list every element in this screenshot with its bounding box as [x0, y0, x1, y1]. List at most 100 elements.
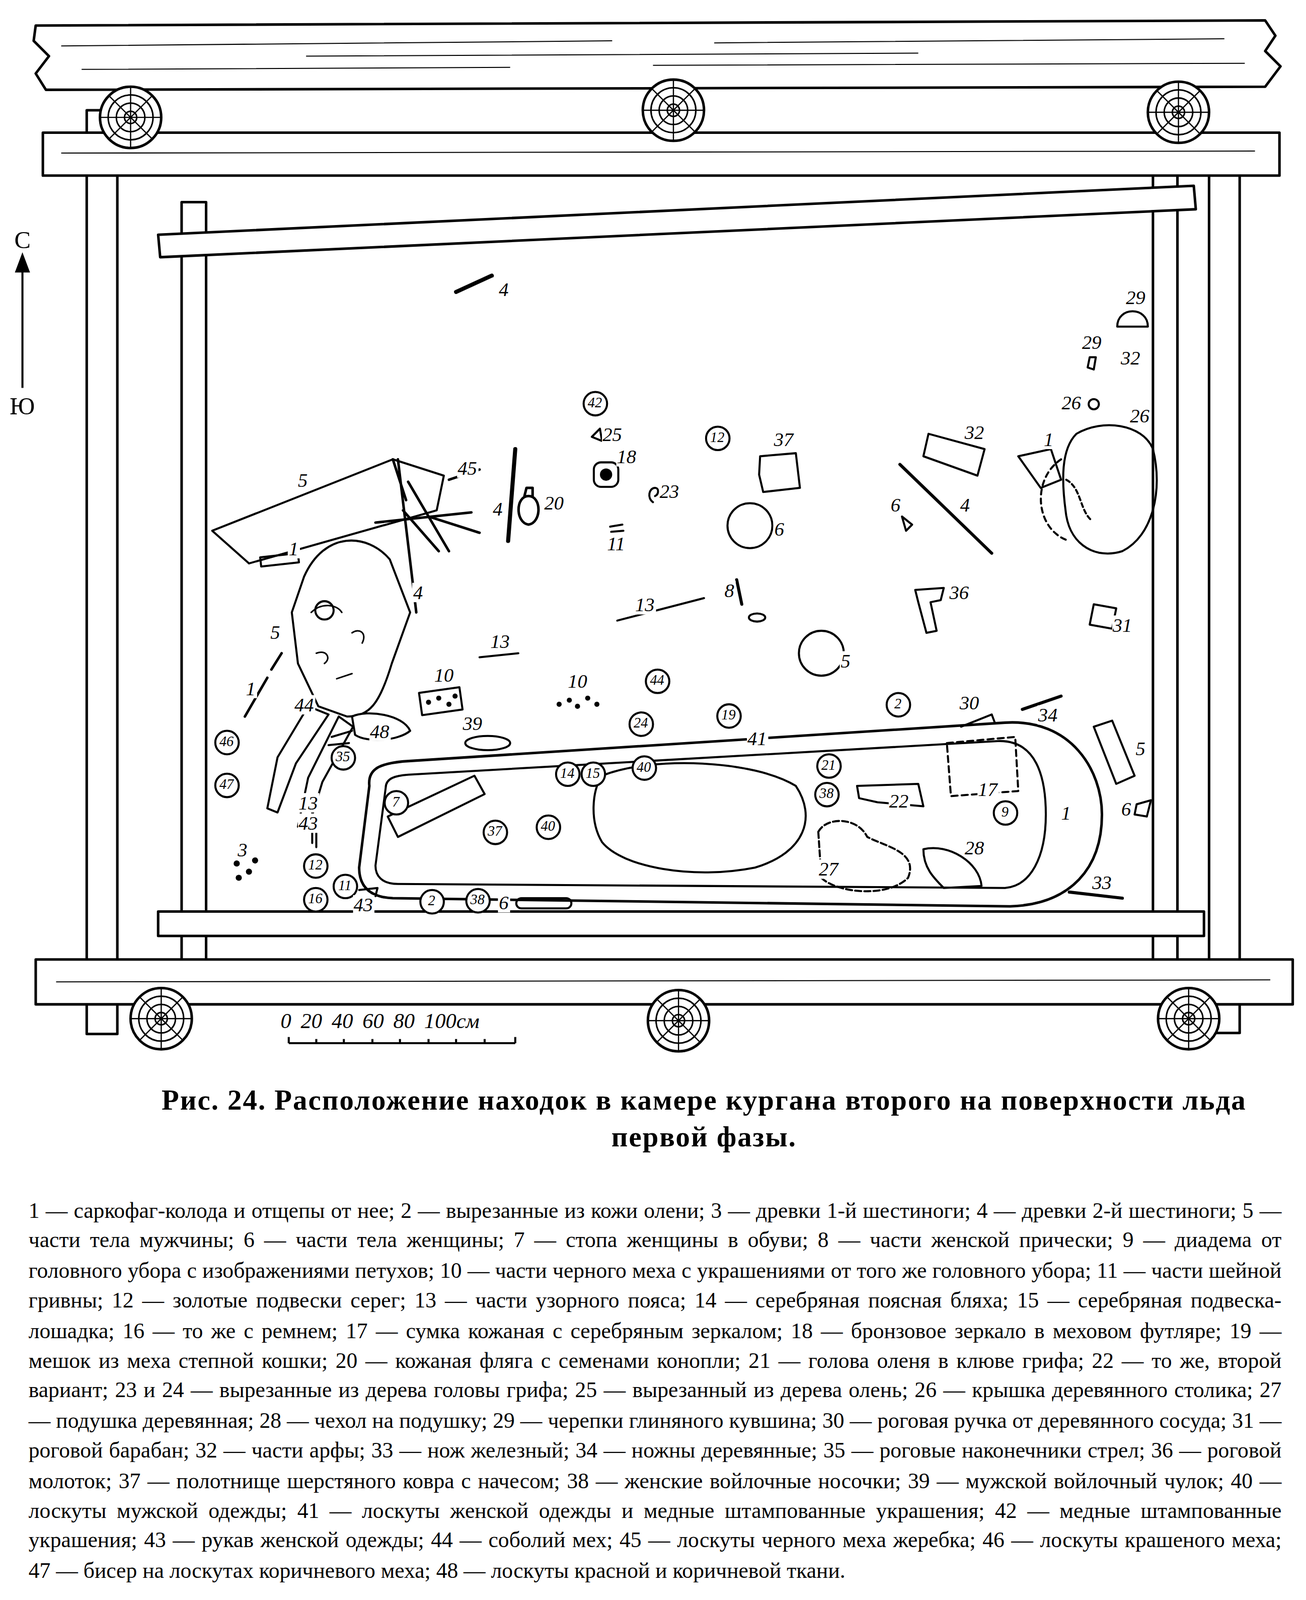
circled-number: 46	[213, 729, 240, 755]
callout-number: 32	[1119, 347, 1142, 367]
pole	[455, 275, 492, 292]
callout-number: 43	[297, 812, 320, 833]
garment-outline	[593, 762, 806, 873]
callout-number: 41	[746, 728, 768, 748]
callout-number: 4	[412, 582, 424, 602]
callout-number: 45	[456, 457, 479, 478]
callout-number: 26	[1128, 405, 1151, 426]
callout-number: 23	[658, 481, 681, 501]
callout-number: 36	[948, 582, 970, 602]
compass-letter: Ю	[8, 394, 36, 419]
callout-number: 19	[721, 708, 736, 723]
callout-number: 20	[543, 492, 566, 512]
callout-number: 28	[963, 836, 986, 857]
callout-number: 30	[958, 692, 981, 713]
callout-number: 1	[1059, 802, 1072, 823]
callout-number: 5	[296, 470, 309, 490]
callout-number: 29	[1124, 287, 1147, 307]
post	[1153, 161, 1178, 962]
callout-number: 48	[368, 720, 391, 741]
compass-letter: С	[13, 227, 32, 253]
callout-number: 9	[1001, 805, 1009, 820]
circled-number: 21	[815, 752, 842, 779]
circled-number: 40	[631, 754, 657, 781]
callout-number: 1	[245, 677, 257, 698]
callout-number: 12	[308, 858, 323, 873]
circled-number: 47	[213, 772, 240, 798]
circled-number: 42	[582, 390, 608, 416]
circled-number: 37	[482, 818, 508, 845]
circled-number: 24	[628, 710, 654, 737]
circled-number: 9	[992, 799, 1019, 825]
callout-number: 1	[287, 538, 300, 558]
circled-number: 12	[704, 424, 731, 451]
callout-number: 3	[236, 838, 249, 859]
circled-number: 38	[464, 887, 491, 913]
callout-number: 6	[773, 518, 786, 539]
circled-number: 15	[580, 760, 606, 787]
callout-number: 39	[461, 712, 484, 733]
callout-number: 33	[1091, 871, 1113, 892]
callout-number: 35	[335, 749, 350, 764]
callout-number: 5	[1134, 738, 1146, 758]
callout-number: 21	[821, 757, 836, 773]
callout-number: 10	[566, 670, 589, 691]
callout-number: 11	[605, 532, 627, 553]
callout-number: 5	[839, 650, 852, 670]
callout-number: 25	[601, 423, 624, 444]
log	[158, 910, 1204, 936]
callout-number: 13	[297, 792, 320, 812]
post	[181, 201, 207, 962]
callout-number: 6	[1120, 798, 1132, 818]
north-arrow	[16, 255, 29, 389]
circled-number: 38	[813, 781, 840, 807]
callout-number: 38	[470, 892, 485, 907]
callout-number: 4	[497, 278, 510, 299]
callout-number: 13	[489, 631, 511, 651]
callout-number: 11	[338, 878, 352, 893]
circled-number: 19	[715, 702, 742, 729]
scale-label: 0 20 40 60 80 100см	[279, 1009, 481, 1032]
circled-number: 2	[418, 888, 445, 914]
circled-number: 14	[554, 760, 581, 787]
callout-number: 6	[889, 494, 902, 514]
callout-number: 47	[219, 777, 234, 792]
callout-number: 2	[427, 893, 435, 908]
figure-title: Рис. 24. Расположение находок в камере к…	[122, 1081, 1286, 1156]
callout-number: 18	[615, 446, 638, 467]
callout-number: 42	[587, 396, 602, 411]
post	[86, 110, 118, 1034]
figure-caption: 1 — саркофаг-колода и отщепы от нее; 2 —…	[28, 1195, 1282, 1586]
callout-number: 2	[894, 697, 902, 712]
callout-number: 13	[634, 594, 656, 614]
circled-number: 35	[330, 744, 356, 771]
callout-number: 46	[219, 734, 234, 749]
callout-number: 16	[308, 891, 323, 906]
callout-number: 24	[633, 716, 648, 731]
callout-number: 1	[1042, 428, 1055, 449]
callout-number: 17	[976, 779, 999, 799]
human-remains	[291, 540, 411, 717]
log	[158, 185, 1196, 258]
callout-number: 38	[819, 786, 834, 801]
callout-number: 34	[1037, 704, 1059, 725]
callout-number: 44	[293, 694, 316, 715]
callout-number: 22	[888, 790, 910, 810]
callout-number: 44	[649, 673, 664, 688]
callout-number: 40	[636, 759, 651, 775]
callout-number: 5	[269, 622, 281, 642]
callout-number: 29	[1081, 332, 1103, 352]
circled-number: 16	[302, 886, 329, 912]
callout-number: 15	[585, 766, 600, 781]
callout-number: 37	[487, 824, 502, 839]
callout-number: 43	[352, 894, 374, 914]
callout-number: 27	[817, 858, 840, 879]
callout-number: 4	[959, 494, 971, 514]
callout-number: 12	[710, 430, 725, 445]
callout-number: 8	[723, 580, 735, 600]
scale-bar	[288, 1036, 516, 1043]
circled-number: 2	[885, 691, 911, 718]
circled-number: 40	[534, 813, 561, 840]
callout-number: 7	[392, 794, 400, 809]
sarcophagus: 1 14 15 40 21 38 7 9 37 40	[355, 714, 1106, 913]
